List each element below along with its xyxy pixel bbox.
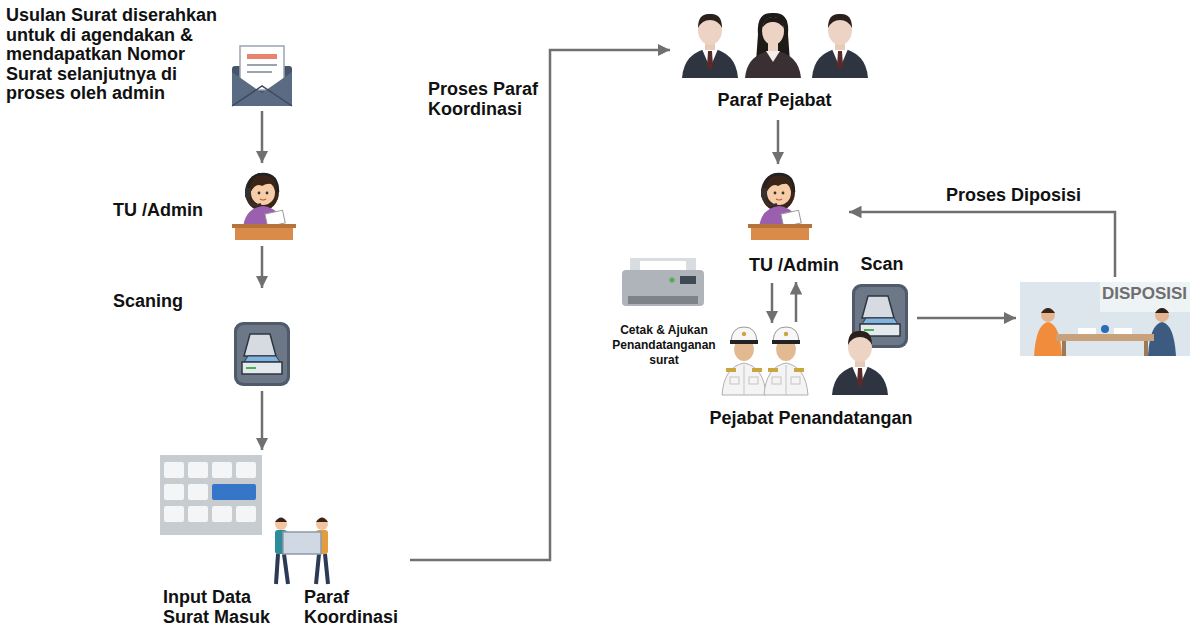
- admin-icon: [748, 173, 812, 240]
- node-label: Input Data Surat Masuk: [163, 588, 275, 627]
- printer-photo: [622, 258, 704, 306]
- carrying-people-icon: [275, 518, 328, 585]
- node-label: TU /Admin: [749, 256, 845, 276]
- officials-icon: [682, 13, 868, 78]
- edge-label: Proses Diposisi: [946, 186, 1086, 206]
- admin-icon: [232, 173, 296, 240]
- node-label: Paraf Koordinasi: [304, 588, 404, 627]
- flow-arrow: [261, 111, 264, 163]
- signing-officials-icon: [722, 327, 888, 395]
- disposition-photo: [1020, 282, 1190, 356]
- flow-arrow: [795, 282, 798, 322]
- envelope-icon: [232, 46, 292, 106]
- flow-arrow: [261, 246, 264, 288]
- node-label: TU /Admin: [113, 201, 225, 221]
- step-node: Input Data Surat Masuk: [155, 452, 277, 630]
- edge-label-holder: Proses Paraf Koordinasi: [428, 80, 542, 119]
- node-label: Scaning: [113, 292, 225, 312]
- step-node: Cetak & Ajukan Penandatanganan surat: [605, 255, 723, 375]
- step-node: Scaning: [110, 290, 295, 388]
- flow-arrow: [917, 317, 1016, 320]
- edge-label: Proses Paraf Koordinasi: [428, 80, 542, 119]
- scanner-icon: [234, 322, 290, 386]
- node-label: Paraf Pejabat: [672, 91, 877, 111]
- step-node: DISPOSISI: [1018, 280, 1192, 358]
- flow-arrow: [410, 50, 670, 560]
- node-label: Pejabat Penandatangan: [691, 409, 931, 429]
- keyboard-photo: [160, 455, 262, 535]
- actor-node: TU /Admin: [110, 165, 298, 243]
- flow-arrow: [771, 283, 774, 323]
- actor-node: Paraf Pejabat: [672, 5, 879, 117]
- flow-arrow: [261, 391, 264, 450]
- node-label: Cetak & Ajukan Penandatanganan surat: [607, 323, 721, 368]
- actor-node: Pejabat Penandatangan: [691, 325, 933, 433]
- step-node: Usulan Surat diserahkan untuk di agendak…: [6, 6, 296, 108]
- node-label: Scan: [852, 255, 912, 275]
- edge-label-holder: Proses Diposisi: [946, 186, 1086, 206]
- node-label: DISPOSISI: [1102, 284, 1190, 304]
- flow-arrow: [777, 120, 780, 164]
- step-node: Paraf Koordinasi: [272, 515, 407, 630]
- actor-node: TU /Admin: [745, 166, 847, 280]
- node-label: Usulan Surat diserahkan untuk di agendak…: [6, 6, 226, 104]
- flow-arrow: [849, 212, 1115, 277]
- step-node: Scan: [852, 255, 914, 351]
